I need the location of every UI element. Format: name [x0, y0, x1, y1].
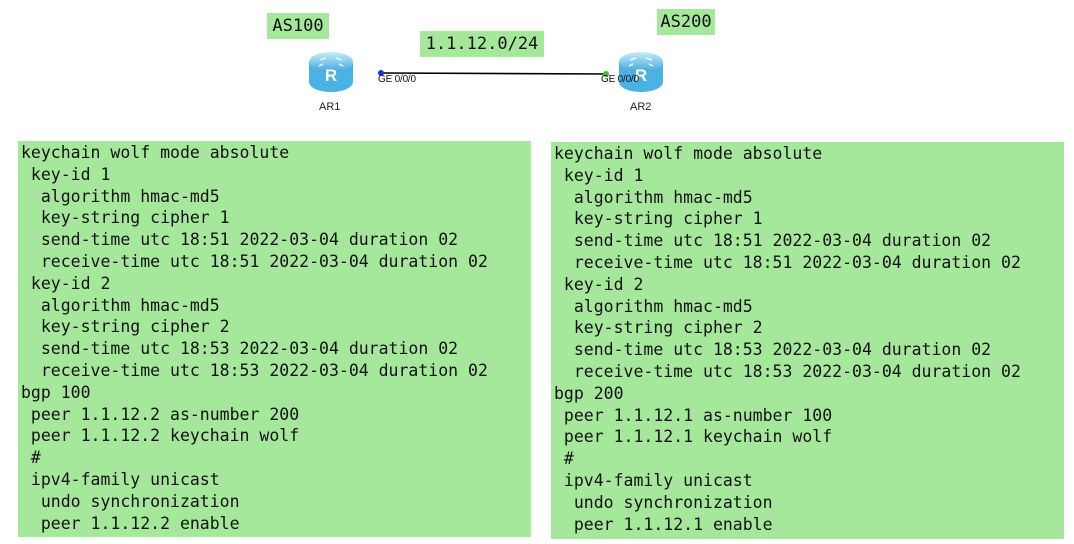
config-line: peer 1.1.12.2 enable — [21, 513, 240, 533]
config-line: send-time utc 18:53 2022-03-04 duration … — [554, 340, 992, 360]
config-line: algorithm hmac-md5 — [21, 186, 220, 206]
router-name-ar1: AR1 — [319, 101, 341, 113]
config-block-ar2: keychain wolf mode absolute key-id 1 alg… — [551, 142, 1064, 539]
config-line: key-id 2 — [21, 273, 111, 293]
link-endpoint-ar2 — [603, 71, 609, 77]
as200-label: AS200 — [657, 9, 715, 35]
config-line: key-id 2 — [554, 274, 644, 294]
router-icon-ar1[interactable]: R — [306, 48, 356, 96]
config-line: keychain wolf mode absolute — [21, 143, 290, 162]
config-line: bgp 200 — [554, 383, 624, 403]
config-line: peer 1.1.12.2 as-number 200 — [21, 404, 300, 424]
config-line: key-string cipher 1 — [554, 209, 763, 229]
config-line: undo synchronization — [554, 492, 773, 512]
config-line: peer 1.1.12.2 keychain wolf — [21, 426, 300, 446]
config-line: # — [21, 448, 41, 468]
svg-text:R: R — [635, 66, 647, 85]
router-name-ar2: AR2 — [630, 101, 652, 113]
config-line: key-string cipher 1 — [21, 208, 230, 228]
config-line: key-string cipher 2 — [554, 318, 763, 338]
config-line: bgp 100 — [21, 382, 91, 402]
config-line: send-time utc 18:53 2022-03-04 duration … — [21, 339, 459, 359]
as100-label: AS100 — [267, 13, 329, 39]
config-line: ipv4-family unicast — [21, 469, 220, 489]
config-line: receive-time utc 18:51 2022-03-04 durati… — [21, 251, 488, 271]
config-line: peer 1.1.12.1 enable — [554, 514, 773, 534]
link-line — [378, 70, 609, 77]
config-block-ar1: keychain wolf mode absolute key-id 1 alg… — [18, 141, 531, 537]
config-line: receive-time utc 18:51 2022-03-04 durati… — [554, 252, 1021, 272]
interface-label-ar1: GE 0/0/0 — [378, 74, 416, 85]
config-line: algorithm hmac-md5 — [554, 187, 753, 207]
config-line: send-time utc 18:51 2022-03-04 duration … — [554, 231, 992, 251]
config-line: peer 1.1.12.1 as-number 100 — [554, 405, 833, 425]
config-line: key-id 1 — [554, 165, 644, 185]
config-line: receive-time utc 18:53 2022-03-04 durati… — [554, 361, 1021, 381]
config-line: algorithm hmac-md5 — [554, 296, 753, 316]
config-line: receive-time utc 18:53 2022-03-04 durati… — [21, 360, 488, 380]
config-line: keychain wolf mode absolute — [554, 144, 823, 163]
config-line: peer 1.1.12.1 keychain wolf — [554, 427, 833, 447]
config-line: key-string cipher 2 — [21, 317, 230, 337]
subnet-label: 1.1.12.0/24 — [420, 31, 544, 57]
router-icon-ar2[interactable]: R — [616, 48, 666, 96]
svg-text:R: R — [325, 66, 337, 85]
config-line: ipv4-family unicast — [554, 470, 753, 490]
config-line: send-time utc 18:51 2022-03-04 duration … — [21, 230, 459, 250]
config-line: key-id 1 — [21, 164, 111, 184]
config-line: # — [554, 449, 574, 469]
interface-label-ar2: GE 0/0/0 — [601, 74, 639, 85]
config-line: algorithm hmac-md5 — [21, 295, 220, 315]
config-line: undo synchronization — [21, 491, 240, 511]
link-endpoint-ar1 — [378, 70, 384, 76]
